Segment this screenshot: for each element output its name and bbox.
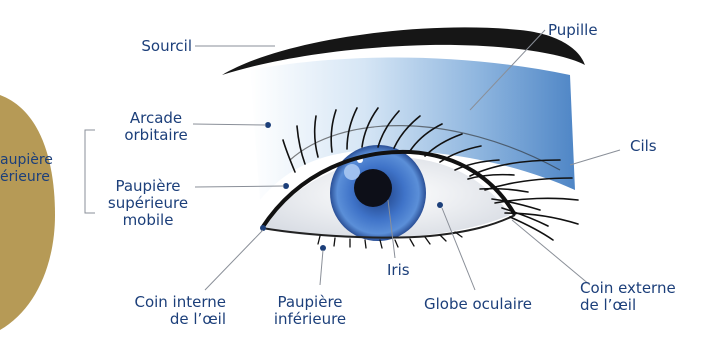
- label-coin-externe: Coin externe de l’œil: [580, 280, 676, 314]
- label-iris: Iris: [387, 262, 410, 279]
- label-globe-oculaire: Globe oculaire: [424, 296, 532, 313]
- label-cils: Cils: [630, 138, 657, 155]
- label-paupiere-mobile: Paupière supérieure mobile: [96, 178, 200, 229]
- label-arcade-line2: orbitaire: [108, 127, 204, 144]
- label-arcade-orbitaire: Arcade orbitaire: [108, 110, 204, 144]
- label-coin-interne-line1: Coin interne: [100, 294, 226, 311]
- label-coin-externe-line2: de l’œil: [580, 297, 676, 314]
- label-paupiere-inf-line1: Paupière: [262, 294, 358, 311]
- label-paupiere-inferieure: Paupière inférieure: [262, 294, 358, 328]
- label-paupiere-superieure-cut: aupière érieure: [0, 152, 53, 186]
- label-paupiere-sup-line2: érieure: [0, 169, 53, 186]
- label-coin-externe-line1: Coin externe: [580, 280, 676, 297]
- label-coin-interne-line2: de l’œil: [100, 311, 226, 328]
- label-paupiere-mobile-line1: Paupière: [96, 178, 200, 195]
- label-paupiere-sup-line1: aupière: [0, 152, 53, 169]
- label-arcade-line1: Arcade: [108, 110, 204, 127]
- label-paupiere-mobile-line3: mobile: [96, 212, 200, 229]
- label-paupiere-mobile-line2: supérieure: [96, 195, 200, 212]
- label-pupille: Pupille: [548, 22, 598, 39]
- pupil-shape: [354, 169, 392, 207]
- label-coin-interne: Coin interne de l’œil: [100, 294, 226, 328]
- gold-disc-shape: [0, 95, 55, 330]
- label-paupiere-inf-line2: inférieure: [262, 311, 358, 328]
- label-sourcil: Sourcil: [110, 38, 192, 55]
